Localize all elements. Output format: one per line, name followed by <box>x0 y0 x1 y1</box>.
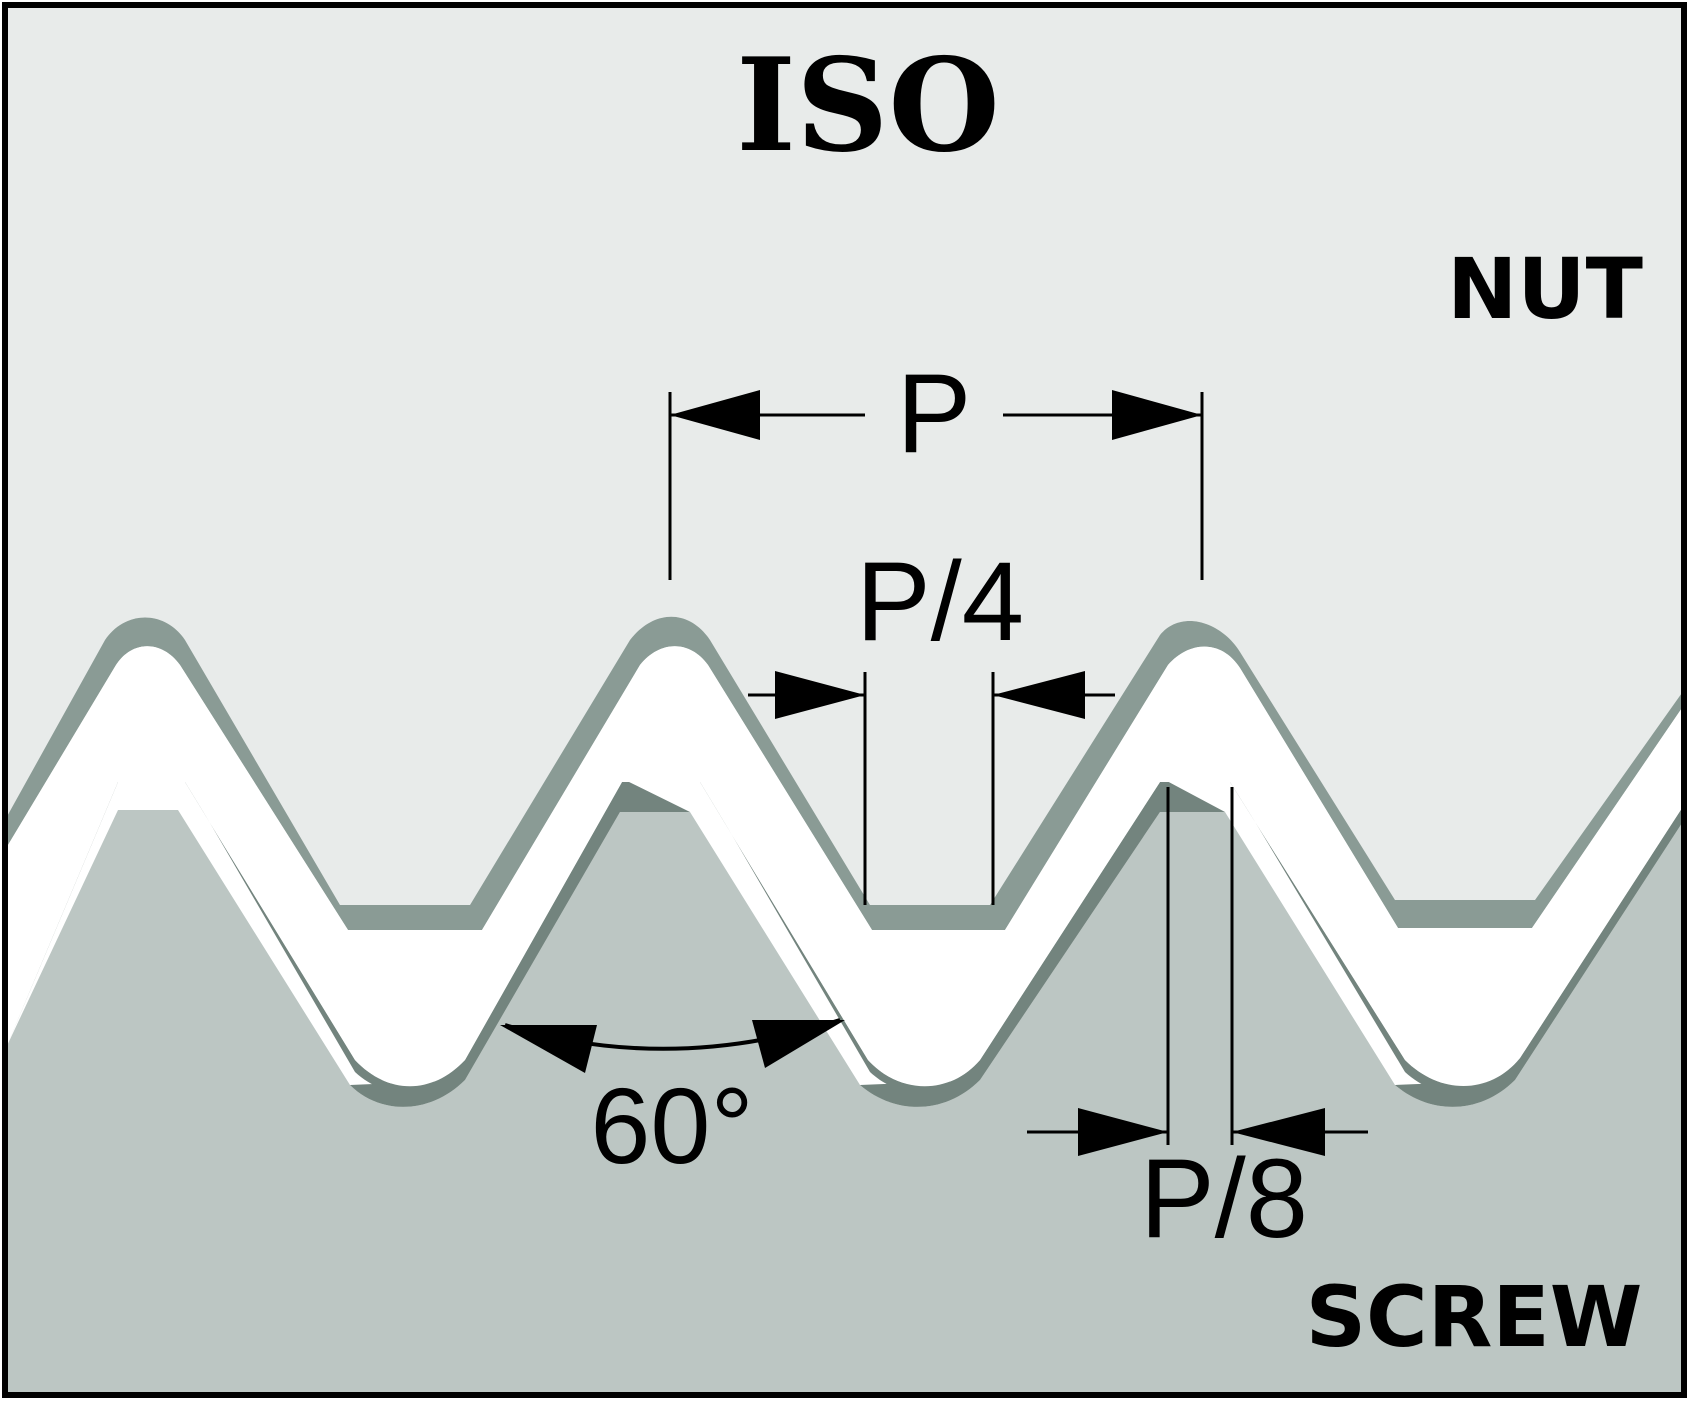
diagram-title: ISO <box>736 31 1000 181</box>
pitch-dimension <box>668 390 1204 580</box>
eighth-pitch-label: P/8 <box>1140 1136 1308 1261</box>
angle-arrow-left <box>500 1025 597 1073</box>
nut-shadow <box>5 616 1684 930</box>
quarter-arrow-left <box>775 671 865 719</box>
eighth-arrow-right <box>1232 1108 1325 1156</box>
quarter-pitch-dimension <box>748 671 1115 905</box>
quarter-arrow-right <box>993 671 1085 719</box>
nut-region <box>5 5 1684 905</box>
pitch-arrow-left <box>670 390 760 440</box>
eighth-arrow-left <box>1078 1108 1168 1156</box>
eighth-pitch-dimension <box>1027 787 1368 1156</box>
angle-arrow-right <box>752 1020 845 1068</box>
screw-shadow <box>5 780 1684 1107</box>
screw-label: SCREW <box>1306 1268 1643 1366</box>
pitch-label: P <box>897 351 972 476</box>
screw-region <box>5 810 1684 1395</box>
quarter-pitch-label: P/4 <box>856 539 1024 664</box>
flank-angle-dimension <box>500 1018 845 1073</box>
nut-label: NUT <box>1447 240 1643 338</box>
clearance-gap <box>5 646 1684 1087</box>
flank-angle-label: 60° <box>590 1065 753 1186</box>
pitch-arrow-right <box>1112 390 1202 440</box>
